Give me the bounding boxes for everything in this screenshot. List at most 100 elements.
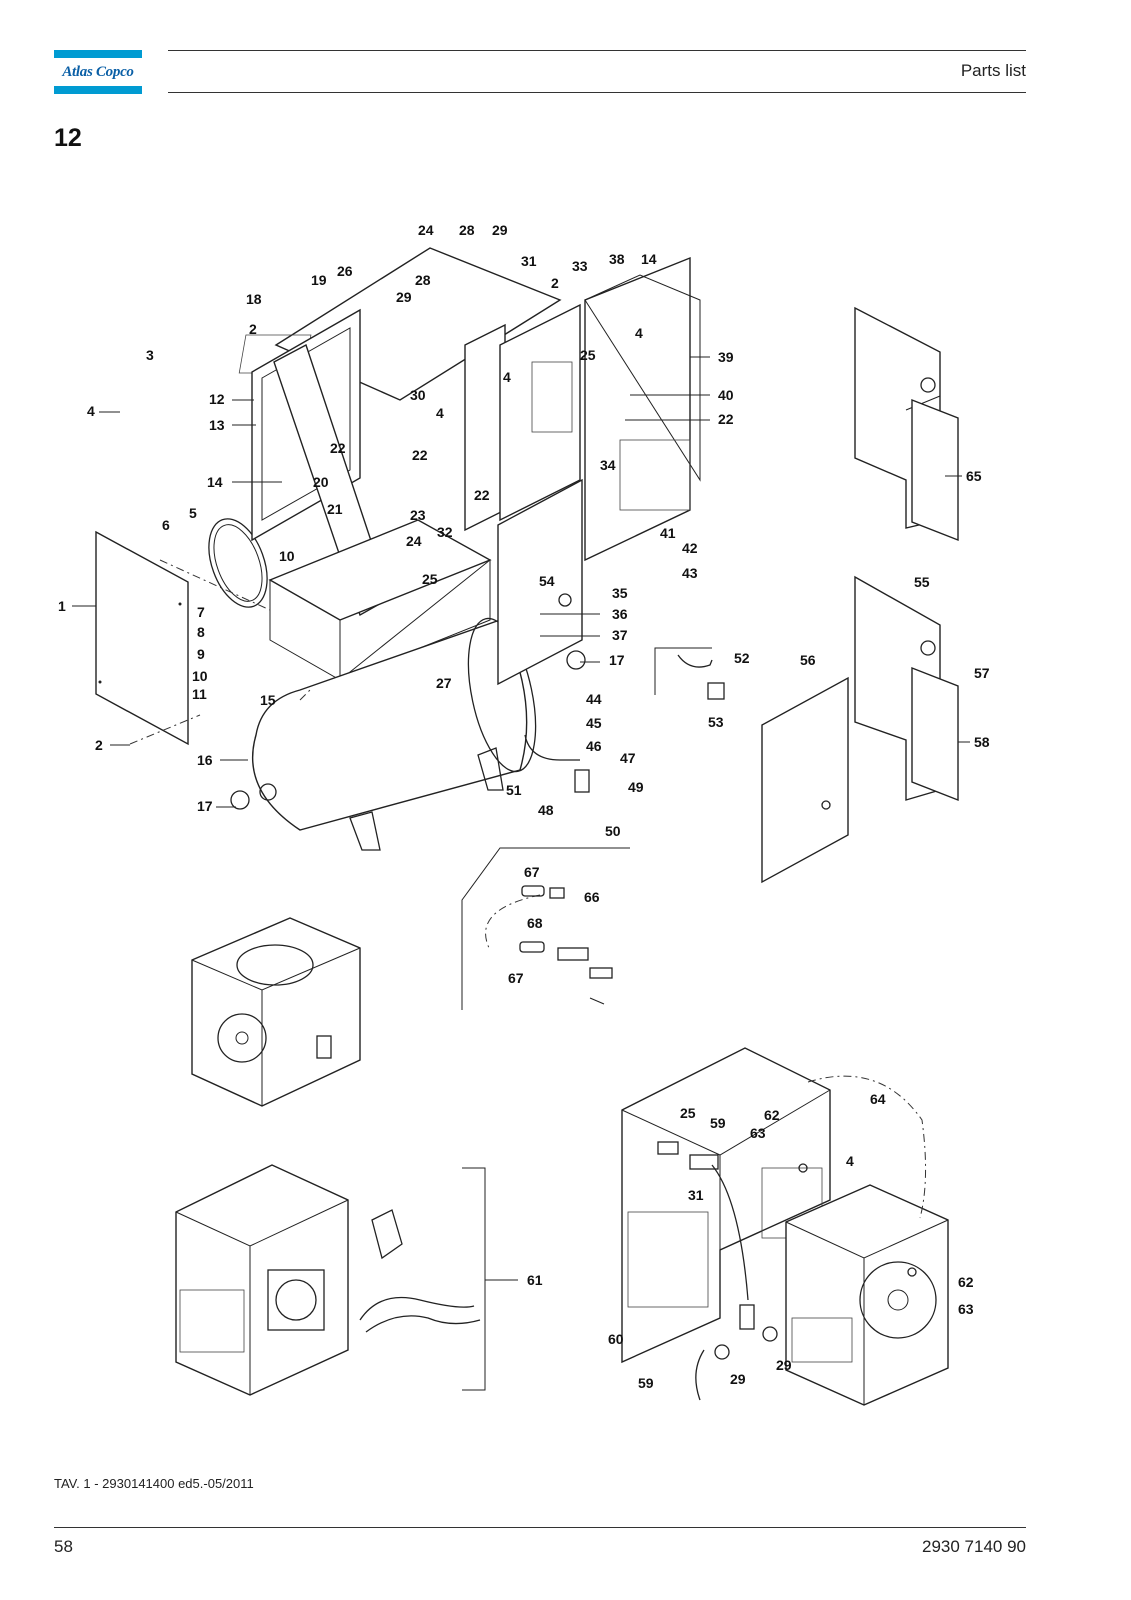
document-number: 2930 7140 90 (922, 1537, 1026, 1556)
callout-label: 6 (162, 517, 170, 533)
callout-label: 51 (506, 782, 522, 798)
callout-label: 45 (586, 715, 602, 731)
callout-label: 9 (197, 646, 205, 662)
callout-label: 2 (551, 275, 559, 291)
callout-label: 22 (330, 440, 346, 456)
callout-label: 17 (609, 652, 625, 668)
callout-label: 25 (422, 571, 438, 587)
callout-label: 5 (189, 505, 197, 521)
callout-label: 41 (660, 525, 676, 541)
cabinet-exploded-view: 25 59 59 60 31 29 29 62 63 64 4 62 63 (608, 1047, 974, 1406)
footer-rule (54, 1527, 1026, 1528)
callout-label: 37 (612, 627, 628, 643)
callout-label: 23 (410, 507, 426, 523)
callout-label: 4 (635, 325, 643, 341)
clamp-detail: 52 53 (654, 647, 750, 730)
callout-label: 2 (95, 737, 103, 753)
hose-detail: 67 66 68 67 (461, 847, 630, 1010)
callout-label: 16 (197, 752, 213, 768)
callout-label: 8 (197, 624, 205, 640)
kit-view: 61 (175, 1164, 543, 1396)
logo-bar-bottom (54, 86, 142, 94)
right-panels-view: 65 55 57 58 56 (761, 306, 990, 884)
callout-label: 20 (313, 474, 329, 490)
callout-label: 29 (492, 222, 508, 238)
callout-label: 28 (415, 272, 431, 288)
callout-label: 22 (474, 487, 490, 503)
callout-label: 18 (246, 291, 262, 307)
callout-label: 59 (710, 1115, 726, 1131)
callout-label: 60 (608, 1331, 624, 1347)
callout-label: 28 (459, 222, 475, 238)
callout-label: 58 (974, 734, 990, 750)
callout-label: 14 (207, 474, 223, 490)
callout-label: 36 (612, 606, 628, 622)
callout-label: 25 (680, 1105, 696, 1121)
callout-label: 33 (572, 258, 588, 274)
callout-label: 42 (682, 540, 698, 556)
callout-label: 12 (209, 391, 225, 407)
callout-label: 34 (600, 457, 616, 473)
section-number: 12 (54, 124, 82, 152)
callout-label: 14 (641, 251, 657, 267)
callout-label: 10 (192, 668, 208, 684)
callout-label: 62 (764, 1107, 780, 1123)
callout-label: 32 (437, 524, 453, 540)
callout-label: 63 (958, 1301, 974, 1317)
assembled-dryer-view (191, 917, 361, 1107)
callout-label: 44 (586, 691, 602, 707)
callout-label: 68 (527, 915, 543, 931)
callout-label: 22 (412, 447, 428, 463)
callout-label: 65 (966, 468, 982, 484)
logo-bar-top (54, 50, 142, 58)
callout-label: 39 (718, 349, 734, 365)
callout-label: 54 (539, 573, 555, 589)
callout-label: 3 (146, 347, 154, 363)
callout-label: 35 (612, 585, 628, 601)
callout-label: 47 (620, 750, 636, 766)
callout-label: 29 (730, 1371, 746, 1387)
callout-label: 13 (209, 417, 225, 433)
callout-label: 30 (410, 387, 426, 403)
callout-label: 31 (521, 253, 537, 269)
callout-label: 11 (192, 686, 207, 702)
callout-label: 67 (508, 970, 524, 986)
callout-label: 61 (527, 1272, 543, 1288)
logo-wordmark: Atlas Copco (62, 64, 134, 80)
callout-label: 50 (605, 823, 621, 839)
callout-label: 10 (279, 548, 295, 564)
callout-label: 49 (628, 779, 644, 795)
callout-label: 63 (750, 1125, 766, 1141)
callout-label: 31 (688, 1187, 704, 1203)
atlas-copco-logo: Atlas Copco (54, 50, 142, 94)
callout-label: 43 (682, 565, 698, 581)
callout-label: 4 (436, 405, 444, 421)
callout-label: 27 (436, 675, 452, 691)
header-rule-top (168, 50, 1026, 51)
callout-label: 24 (406, 533, 422, 549)
callout-label: 4 (87, 403, 95, 419)
callout-label: 40 (718, 387, 734, 403)
callout-label: 19 (311, 272, 327, 288)
callout-label: 15 (260, 692, 276, 708)
callout-label: 46 (586, 738, 602, 754)
callout-label: 48 (538, 802, 554, 818)
page-title: Parts list (960, 61, 1026, 80)
callout-label: 53 (708, 714, 724, 730)
callout-label: 25 (580, 347, 596, 363)
main-exploded-view (95, 247, 701, 851)
callout-label: 62 (958, 1274, 974, 1290)
callout-label: 2 (249, 321, 257, 337)
callout-label: 17 (197, 798, 213, 814)
callout-label: 59 (638, 1375, 654, 1391)
callout-label: 1 (58, 598, 66, 614)
callout-label: 64 (870, 1091, 886, 1107)
callout-label: 38 (609, 251, 625, 267)
page-number: 58 (54, 1537, 73, 1556)
callout-label: 55 (914, 574, 930, 590)
callout-label: 29 (776, 1357, 792, 1373)
callout-label: 7 (197, 604, 205, 620)
callout-label: 22 (718, 411, 734, 427)
callout-label: 66 (584, 889, 600, 905)
